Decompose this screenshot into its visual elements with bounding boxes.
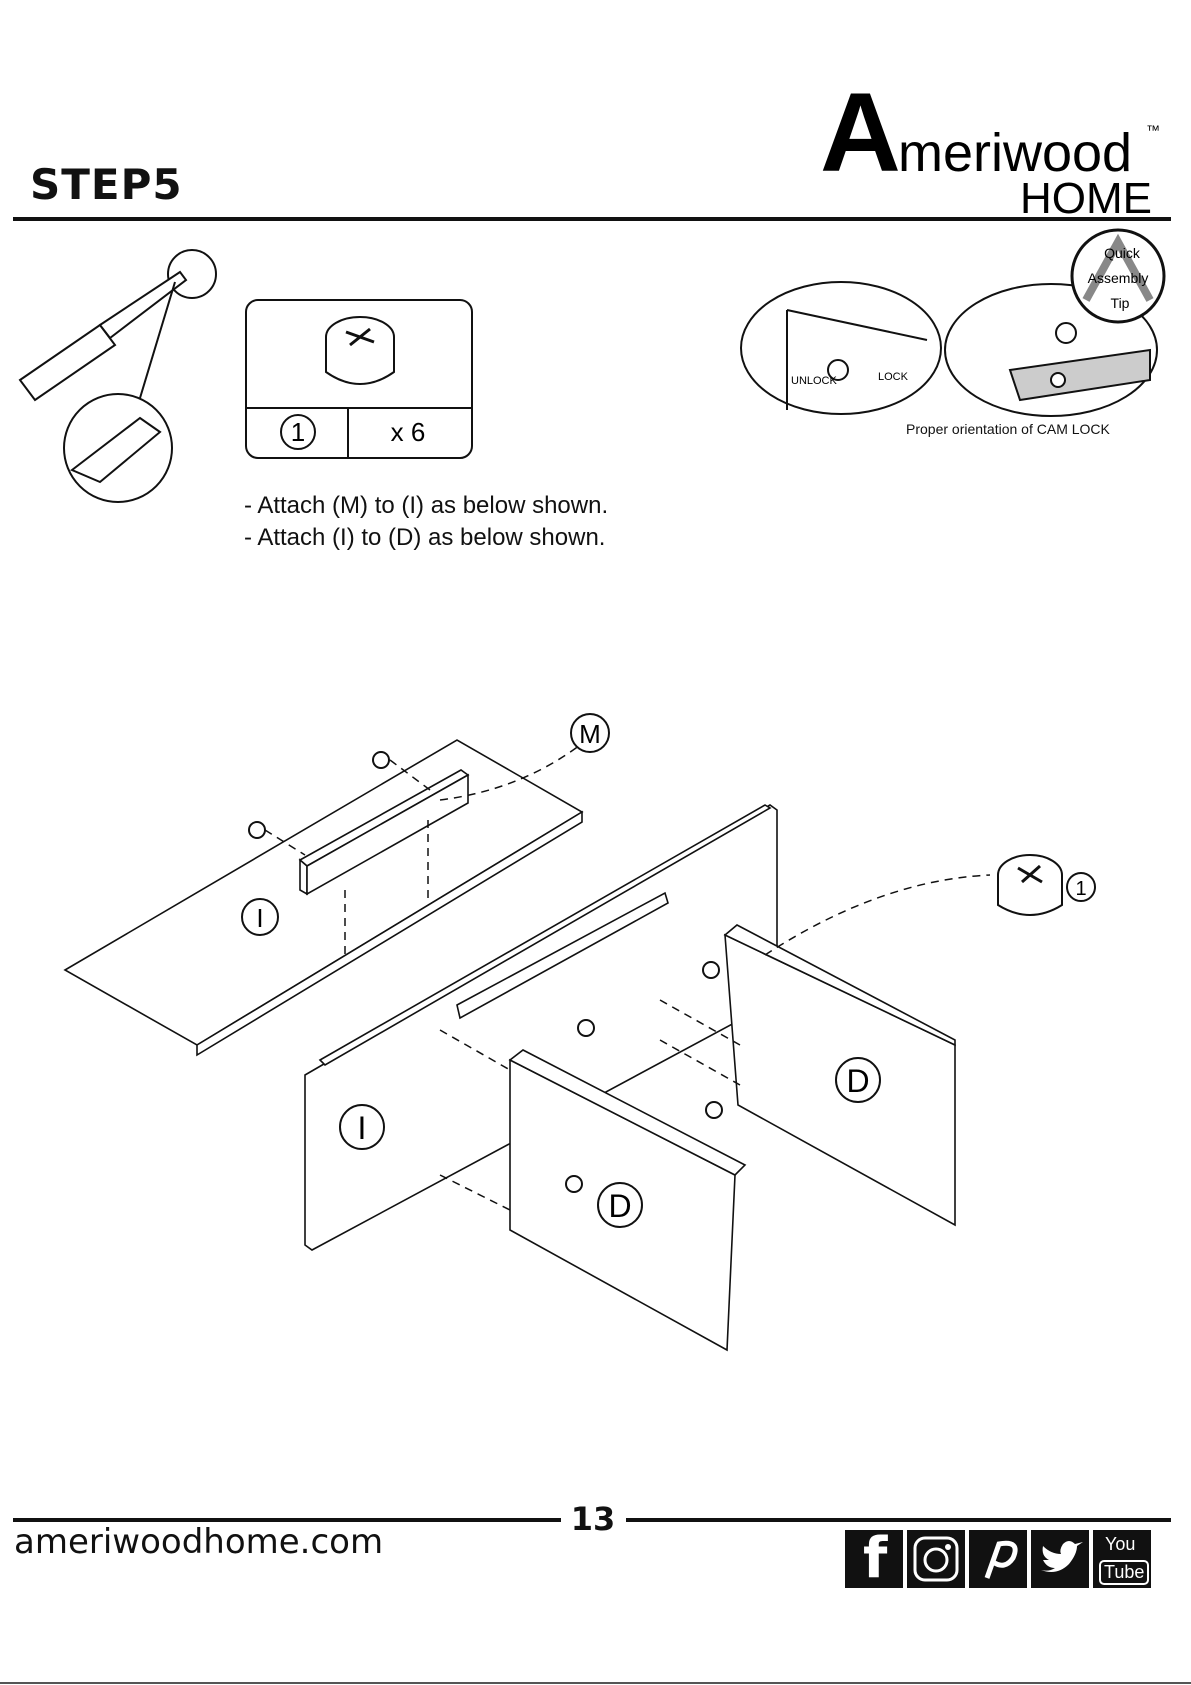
facebook-icon[interactable]: f	[845, 1530, 903, 1588]
page-number: 13	[560, 1500, 626, 1538]
cam-lock-detail-icon	[998, 855, 1062, 915]
website-link[interactable]: ameriwoodhome.com	[14, 1522, 383, 1562]
facebook-glyph: f	[863, 1526, 887, 1591]
label-i-front: I	[358, 1110, 367, 1146]
youtube-bottom-label: Tube	[1099, 1560, 1149, 1585]
bottom-edge-line	[0, 1682, 1191, 1684]
footer-divider-right	[626, 1518, 1171, 1522]
label-cam: 1	[1075, 878, 1086, 900]
youtube-top-label: You	[1105, 1534, 1135, 1555]
label-m: M	[579, 719, 601, 749]
label-d-front: D	[608, 1188, 631, 1224]
twitter-icon[interactable]	[1031, 1530, 1089, 1588]
label-i-top: I	[256, 903, 263, 933]
pinterest-icon[interactable]	[969, 1530, 1027, 1588]
label-d-right: D	[846, 1063, 869, 1099]
youtube-icon[interactable]: You Tube	[1093, 1530, 1151, 1588]
instagram-icon[interactable]	[907, 1530, 965, 1588]
